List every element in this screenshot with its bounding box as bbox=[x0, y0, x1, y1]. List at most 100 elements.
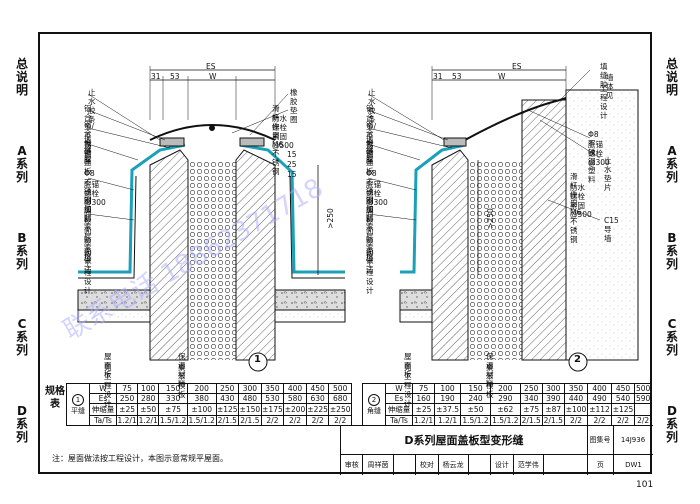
table-cell: 530 bbox=[260, 393, 285, 404]
atlas-label: 图集号 bbox=[587, 426, 614, 455]
label: 屋面做法 bbox=[84, 238, 92, 274]
table-cell: 400 bbox=[283, 383, 307, 394]
table-cell: 430 bbox=[215, 393, 240, 404]
table-cell: 1.5/1.2 bbox=[158, 415, 188, 426]
side-label[interactable]: 总说明 bbox=[15, 57, 28, 97]
label: 屋面板 bbox=[104, 352, 112, 379]
table-cell: 590 bbox=[634, 393, 652, 404]
waterproof-layer bbox=[400, 143, 466, 274]
table-cell: 380 bbox=[186, 393, 217, 404]
table-cell: 200 bbox=[489, 383, 521, 394]
label: 墙体见 bbox=[606, 73, 614, 100]
label: 铝合金/不锈钢盖板 bbox=[84, 104, 95, 176]
dim-25: 25 bbox=[287, 160, 297, 169]
detail-number-2: 2 bbox=[574, 354, 581, 365]
table-row: 伸缩量±25±37.5±50±62±75±87±100±112±125 bbox=[363, 403, 652, 416]
designer: 范学伟 bbox=[514, 454, 544, 475]
table-cell: ±50 bbox=[137, 403, 160, 416]
table-cell: 1.5/1.2 bbox=[460, 415, 491, 426]
side-label[interactable]: 总说明 bbox=[665, 57, 678, 97]
page-number: 101 bbox=[636, 480, 654, 490]
label: 胀锚螺栓@300 bbox=[588, 140, 610, 167]
label: Φ8不锈钢塑料 bbox=[366, 169, 377, 223]
dim-es: ES bbox=[512, 62, 522, 71]
label: 防水螺栓紧固@500 bbox=[272, 114, 294, 150]
table-cell: ±125 bbox=[610, 403, 636, 416]
insulation-board bbox=[468, 160, 522, 360]
table-cell: 240 bbox=[460, 393, 491, 404]
page-code: DW1 bbox=[625, 460, 642, 469]
label: 滑杆件用M6不锈钢 bbox=[570, 172, 582, 244]
row-header: Es bbox=[385, 393, 413, 404]
table-cell: 2/2 bbox=[305, 415, 330, 426]
table-cell: 290 bbox=[489, 393, 521, 404]
label: 胀锚螺栓@300 bbox=[84, 180, 106, 207]
table-cell: 580 bbox=[283, 393, 307, 404]
label: 滑杆件用M6不锈钢 bbox=[272, 104, 284, 176]
label: Φ8不锈钢塑料 bbox=[84, 169, 95, 223]
label: Φ8不锈钢塑料 bbox=[588, 130, 599, 184]
label: 止水垫片 bbox=[604, 156, 612, 192]
spec-table-title: 规格表 bbox=[45, 386, 65, 410]
label: 屋面做法 bbox=[366, 238, 374, 274]
table-cell: ±250 bbox=[328, 403, 352, 416]
check-label: 校对 bbox=[416, 454, 439, 475]
table-cell: 100 bbox=[137, 383, 160, 394]
table-cell: 2/1.5 bbox=[541, 415, 565, 426]
wall-body bbox=[565, 89, 639, 361]
base-right bbox=[239, 137, 265, 147]
table-cell: 2/2 bbox=[283, 415, 307, 426]
table-cell: 1.2/1 bbox=[137, 415, 160, 426]
table-cell: ±62 bbox=[489, 403, 521, 416]
table-cell: 250 bbox=[215, 383, 240, 394]
label: 填缝胶 bbox=[84, 136, 92, 163]
roof-slab-left-base bbox=[77, 309, 151, 323]
table-cell: 2/1.5 bbox=[238, 415, 262, 426]
dim-31: 31 bbox=[151, 72, 161, 81]
design-label: 设计 bbox=[491, 454, 514, 475]
table-cell bbox=[634, 403, 652, 416]
table-cell: 480 bbox=[238, 393, 262, 404]
table-cell: ±50 bbox=[460, 403, 491, 416]
table-cell: 450 bbox=[305, 383, 330, 394]
table-cell: ±75 bbox=[158, 403, 188, 416]
drawing-frame bbox=[38, 32, 652, 474]
cover-plate bbox=[464, 97, 567, 141]
label: 按工程设计 bbox=[366, 250, 374, 295]
label: 铝合金基座 bbox=[84, 120, 92, 165]
right-upstand-wall bbox=[235, 149, 276, 361]
label: 附加防水层 bbox=[366, 196, 374, 241]
table-cell: ±200 bbox=[283, 403, 307, 416]
row-header: W bbox=[89, 383, 117, 394]
left-upstand-wall bbox=[149, 149, 189, 361]
table-cell: 330 bbox=[158, 393, 188, 404]
table-cell: 75 bbox=[411, 383, 436, 394]
table-cell: ±100 bbox=[186, 403, 217, 416]
label: 屋面板 bbox=[404, 352, 412, 379]
table-cell: 340 bbox=[519, 393, 543, 404]
row-header: 伸缩量 bbox=[385, 403, 413, 416]
label: 橡胶垫圈 bbox=[290, 88, 298, 124]
row-header: Ta/Ts bbox=[385, 415, 413, 426]
label: 填缝胶 bbox=[366, 136, 374, 163]
dim-15: 15 bbox=[287, 150, 297, 159]
detail-1 bbox=[77, 66, 346, 372]
dim-31: 31 bbox=[433, 72, 443, 81]
left-upstand-wall bbox=[431, 149, 469, 361]
table-cell: 390 bbox=[541, 393, 565, 404]
reviewer: 周祥茵 bbox=[363, 454, 394, 475]
